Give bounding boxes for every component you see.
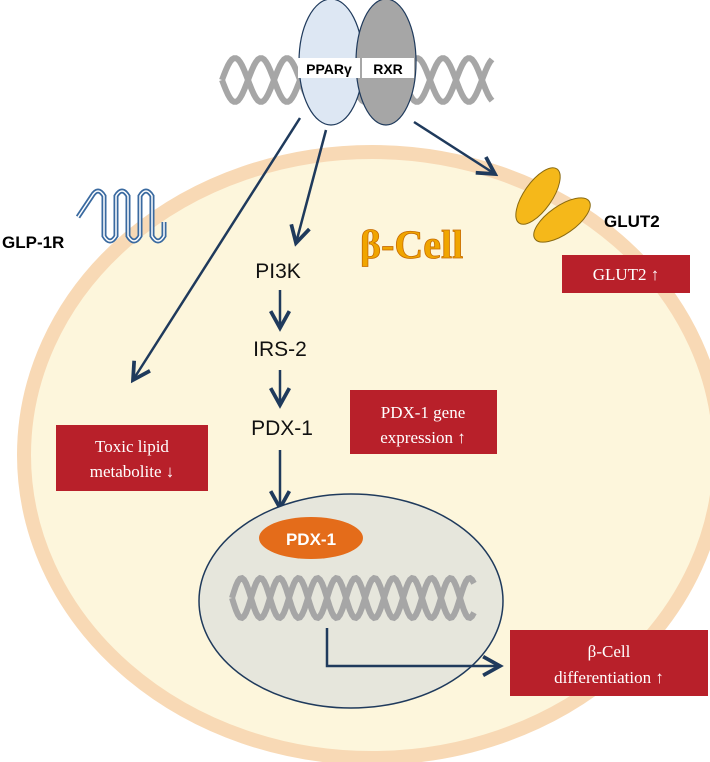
arrow-pparg-to-toxic	[133, 117, 302, 380]
dna-helix-nucleus	[229, 574, 477, 622]
box-toxic-lipid-line2: metabolite ↓	[90, 462, 175, 481]
glut2-transporter: GLUT2	[515, 167, 660, 243]
rxr-label-bg	[362, 58, 414, 78]
dna-nucleus-strand-1	[229, 574, 477, 622]
pparg-label: PPARγ	[306, 61, 352, 77]
box-pdx1-expression-line2: expression ↑	[380, 428, 465, 447]
box-glut2-up: GLUT2 ↑	[562, 255, 690, 293]
pi3k-label: PI3K	[255, 260, 301, 283]
glp1r-receptor: GLP-1R	[2, 188, 167, 252]
dna-nucleus-strand-2	[229, 574, 477, 622]
irs2-label: IRS-2	[253, 338, 307, 361]
box-differentiation-line2: differentiation ↑	[554, 668, 664, 687]
box-differentiation-line1: β-Cell	[588, 642, 631, 661]
beta-cell-membrane	[17, 145, 710, 762]
pdx1-label: PDX-1	[251, 417, 313, 440]
glut2-label: GLUT2	[604, 212, 660, 231]
pdx1-protein	[259, 517, 363, 559]
box-differentiation: β-Cell differentiation ↑	[510, 630, 708, 696]
glut2-lobe-right	[533, 197, 591, 243]
arrows	[133, 117, 495, 508]
box-toxic-lipid-line1: Toxic lipid	[95, 437, 169, 456]
cell-label: β-Cell	[360, 222, 463, 267]
rxr-label: RXR	[373, 61, 403, 77]
arrow-pparg-to-pi3k	[296, 129, 328, 243]
box-glut2-up-text: GLUT2 ↑	[593, 265, 660, 284]
pparg-label-bg	[298, 58, 360, 78]
arrow-dna-to-differentiation	[325, 628, 500, 666]
arrow-rxr-to-glut2	[413, 120, 495, 174]
glp1r-label: GLP-1R	[2, 233, 64, 252]
box-toxic-lipid: Toxic lipid metabolite ↓	[56, 425, 208, 491]
box-pdx1-expression-line1: PDX-1 gene	[381, 403, 466, 422]
glut2-lobe-left	[515, 167, 561, 225]
pdx1-protein-label: PDX-1	[286, 530, 336, 549]
box-pdx1-expression: PDX-1 gene expression ↑	[350, 390, 497, 454]
receptor-complex: PPARγ RXR	[298, 0, 417, 126]
